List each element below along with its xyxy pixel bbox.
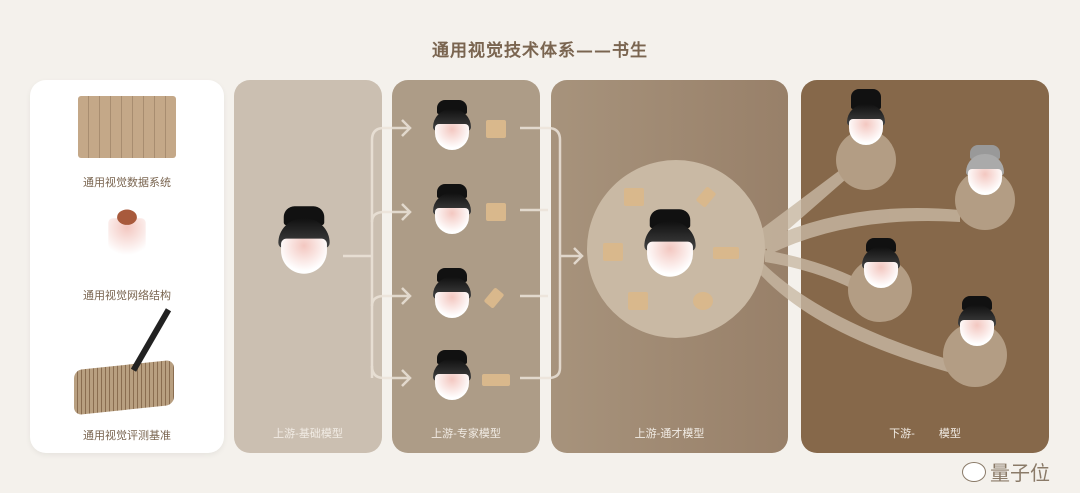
generalist-scholar-icon [644, 209, 696, 277]
diagram-title: 通用视觉技术体系——书生 [432, 41, 648, 61]
watermark: 量子位 [962, 457, 1050, 486]
wechat-icon [962, 461, 986, 482]
scroll-icon [482, 374, 510, 386]
official-icon [847, 89, 885, 145]
bamboo-slips-icon [486, 120, 506, 138]
horse-icon [628, 292, 648, 310]
target-icon [693, 292, 713, 310]
sage-icon [862, 238, 900, 288]
go-board-icon [486, 203, 506, 221]
watermark-text: 量子位 [990, 461, 1050, 485]
bamboo-slips-icon [603, 243, 623, 261]
expert-scholar-icon [433, 184, 471, 234]
expert-scholar-icon [433, 350, 471, 400]
unknown-role-icon [958, 296, 996, 346]
expert-scholar-icon [433, 268, 471, 318]
stage-label: 上游-基础模型 [273, 427, 343, 440]
stage-label: 上游-通才模型 [634, 427, 705, 440]
go-board-icon [624, 188, 644, 206]
scroll-icon [713, 247, 739, 259]
base-model-scholar-icon [278, 206, 330, 274]
stage-label-prefix: 下游- [889, 427, 915, 440]
stage-label: 上游-专家模型 [431, 427, 501, 440]
benchmark-label: 通用视觉评测基准 [83, 429, 171, 442]
expert-scholar-icon [433, 100, 471, 150]
scholar-head-icon [106, 209, 148, 265]
data-system-label: 通用视觉数据系统 [83, 176, 171, 189]
network-structure-label: 通用视觉网络结构 [83, 289, 171, 302]
stage-label: 下游- 模型 [801, 425, 1049, 441]
warrior-icon [966, 145, 1004, 195]
bamboo-scroll-icon [78, 96, 176, 158]
stage-label-suffix: 模型 [938, 427, 961, 440]
